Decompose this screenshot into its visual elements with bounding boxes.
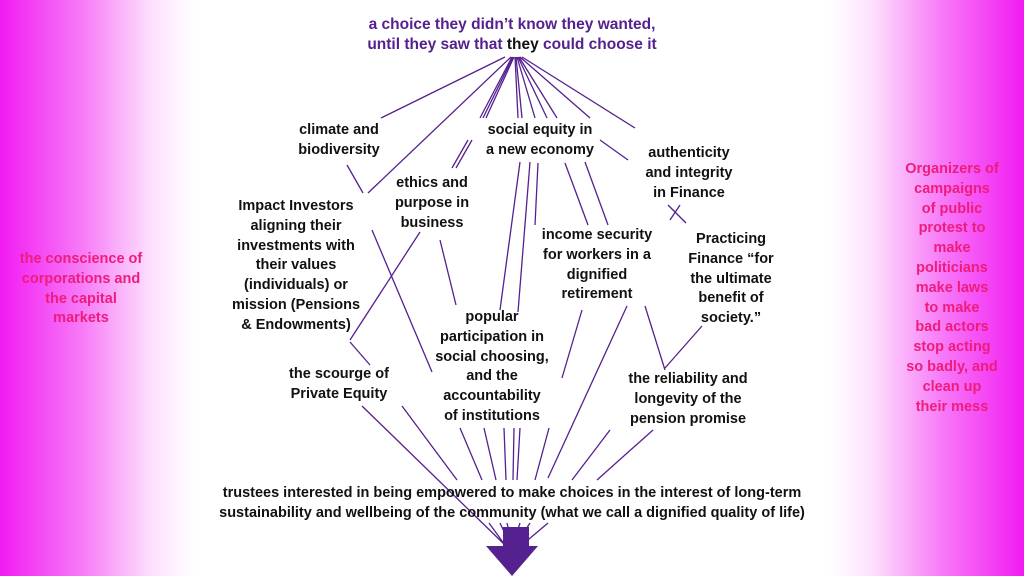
node-income-security: income security for workers in a dignifi… [541, 227, 653, 303]
top-line-2c: could choose it [538, 36, 657, 53]
node-ethics: ethics and purpose in business [394, 175, 470, 231]
node-social-equity: social equity in a new economy [486, 122, 594, 158]
node-pension-promise: the reliability and longevity of the pen… [628, 371, 748, 427]
node-popular-participation: popular participation in social choosing… [435, 309, 549, 424]
node-authenticity: authenticity and integrity in Finance [645, 145, 733, 201]
right-side-text: Organizers of campaigns of public protes… [905, 161, 999, 415]
node-impact-investors: Impact Investors aligning their investme… [231, 198, 361, 333]
top-line-2: until they saw that they could choose it [367, 35, 656, 55]
down-arrow-icon [486, 527, 538, 576]
top-line-2a: until they saw that [367, 36, 507, 53]
left-side-text: the conscience of corporations and the c… [19, 251, 143, 327]
top-they: they [506, 36, 539, 53]
node-climate: climate and biodiversity [298, 122, 380, 158]
top-line-1: a choice they didn’t know they wanted, [368, 16, 656, 33]
top-goal-text: a choice they didn’t know they wanted, u… [367, 15, 656, 55]
node-practicing-finance: Practicing Finance “for the ultimate ben… [688, 231, 774, 327]
node-private-equity: the scourge of Private Equity [289, 366, 389, 402]
bottom-trustees-text: trustees interested in being empowered t… [219, 485, 805, 521]
